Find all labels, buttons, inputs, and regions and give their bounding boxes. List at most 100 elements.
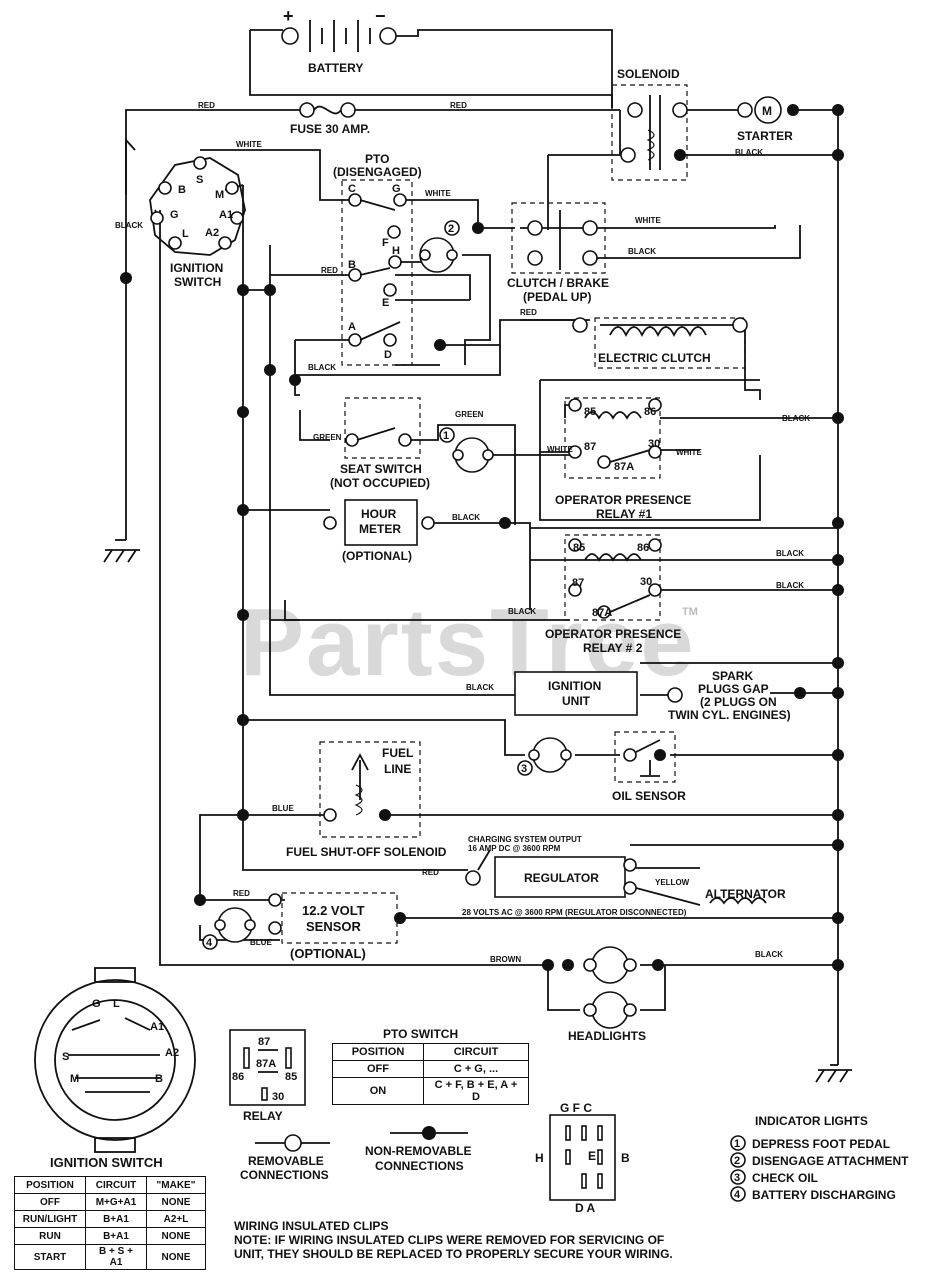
notes-line-1: NOTE: IF WIRING INSULATED CLIPS WERE REM… bbox=[234, 1233, 664, 1247]
wire-black-11: BLACK bbox=[755, 950, 783, 959]
hour-meter-label: HOUR bbox=[361, 507, 397, 521]
wire-black-5: BLACK bbox=[782, 414, 810, 423]
pto-table-header: CIRCUIT bbox=[423, 1043, 529, 1061]
pto-pin-b: B bbox=[348, 259, 356, 271]
relay2-pin-87: 87 bbox=[572, 577, 584, 589]
wire-white-3: WHITE bbox=[635, 216, 661, 225]
indicator-legend-text-4: BATTERY DISCHARGING bbox=[752, 1188, 896, 1202]
ign-pin-b: B bbox=[178, 184, 186, 196]
ign-table-cell: NONE bbox=[146, 1244, 206, 1270]
ground-symbol-left bbox=[103, 549, 140, 563]
headlights: HEADLIGHTS bbox=[542, 946, 664, 1043]
relay1-pin-85: 85 bbox=[584, 406, 596, 418]
seat-switch-label2: (NOT OCCUPIED) bbox=[330, 476, 430, 490]
relay-legend-86: 86 bbox=[232, 1071, 244, 1083]
pto-table-cell: OFF bbox=[332, 1060, 424, 1078]
relay-legend-30: 30 bbox=[272, 1091, 284, 1103]
ignition-unit-label2: UNIT bbox=[562, 694, 591, 708]
clutch-brake-label2: (PEDAL UP) bbox=[523, 290, 591, 304]
wire-black-7: BLACK bbox=[776, 549, 804, 558]
ign-pin-a1: A1 bbox=[219, 209, 233, 221]
indicator-light-1: 1 bbox=[439, 427, 494, 473]
wire-black-3: BLACK bbox=[628, 247, 656, 256]
hour-meter-optional: (OPTIONAL) bbox=[342, 549, 412, 563]
indicator-legend-text-1: DEPRESS FOOT PEDAL bbox=[752, 1137, 890, 1151]
indicator-1-num: 1 bbox=[443, 430, 449, 442]
connection-dots bbox=[120, 149, 844, 971]
wire-blue-2: BLUE bbox=[250, 938, 272, 947]
headlights-label: HEADLIGHTS bbox=[568, 1029, 646, 1043]
wire-blue-1: BLUE bbox=[272, 804, 294, 813]
ign-pin-s: S bbox=[196, 174, 203, 186]
relay1-pin-87: 87 bbox=[584, 441, 596, 453]
ignition-switch-label2: SWITCH bbox=[174, 275, 221, 289]
pto-label: PTO bbox=[365, 152, 389, 166]
indicator-lights-title: INDICATOR LIGHTS bbox=[755, 1114, 868, 1128]
ign-table-cell: NONE bbox=[146, 1227, 206, 1245]
wire-red-6: RED bbox=[233, 889, 250, 898]
ign-face-b: B bbox=[155, 1073, 163, 1085]
removable-label: REMOVABLE bbox=[248, 1154, 324, 1168]
pto-pin-d: D bbox=[384, 349, 392, 361]
wire-white-1: WHITE bbox=[236, 140, 262, 149]
ign-face-a2: A2 bbox=[165, 1047, 179, 1059]
wire-red-1: RED bbox=[198, 101, 215, 110]
wire-white-5: WHITE bbox=[676, 448, 702, 457]
battery-plus-label: + bbox=[283, 6, 294, 26]
connector-bottom-pins: D A bbox=[575, 1201, 596, 1215]
alternator-label: ALTERNATOR bbox=[705, 887, 786, 901]
alternator: ALTERNATOR bbox=[635, 867, 786, 906]
wire-black-10: BLACK bbox=[466, 683, 494, 692]
indicator-light-2: 2 bbox=[419, 220, 460, 273]
battery-label: BATTERY bbox=[308, 61, 363, 75]
solenoid-label: SOLENOID bbox=[617, 67, 680, 81]
starter-m-label: M bbox=[762, 104, 772, 118]
ign-table-header: POSITION bbox=[14, 1176, 86, 1194]
pto-switch: PTO (DISENGAGED) C G F H B E A D bbox=[333, 152, 422, 366]
wire-black-2: BLACK bbox=[115, 221, 143, 230]
pto-table-cell: C + F, B + E, A + D bbox=[423, 1077, 529, 1105]
watermark-tm: TM bbox=[682, 606, 698, 618]
indicator-legend-text-2: DISENGAGE ATTACHMENT bbox=[752, 1154, 909, 1168]
indicator-legend-num-4: 4 bbox=[734, 1189, 741, 1201]
starter-label: STARTER bbox=[737, 129, 793, 143]
ign-face-l: L bbox=[113, 998, 120, 1010]
wire-labels: RED RED WHITE BLACK BLACK WHITE WHITE BL… bbox=[115, 101, 810, 964]
oil-sensor: OIL SENSOR bbox=[612, 731, 686, 803]
ignition-unit-label: IGNITION bbox=[548, 679, 601, 693]
spark-label-1: SPARK bbox=[712, 669, 753, 683]
fuel-solenoid-label: FUEL SHUT-OFF SOLENOID bbox=[286, 845, 447, 859]
ignition-unit: IGNITION UNIT SPARK PLUGS GAP (2 PLUGS O… bbox=[514, 669, 791, 722]
pto-pin-g: G bbox=[392, 183, 401, 195]
pto-table-cell: C + G, ... bbox=[423, 1060, 529, 1078]
indicator-legend-num-3: 3 bbox=[734, 1172, 740, 1184]
relay1-label2: RELAY #1 bbox=[596, 507, 652, 521]
solenoid: SOLENOID bbox=[611, 67, 688, 181]
nonremovable-label2: CONNECTIONS bbox=[375, 1159, 464, 1173]
regulator-label: REGULATOR bbox=[524, 871, 599, 885]
relay1-pin-30: 30 bbox=[648, 438, 660, 450]
ign-table-title: IGNITION SWITCH bbox=[50, 1155, 163, 1170]
ign-table-cell: NONE bbox=[146, 1193, 206, 1211]
indicator-light-4: 4 bbox=[202, 907, 256, 950]
fuel-line-label2: LINE bbox=[384, 762, 411, 776]
ign-table-cell: START bbox=[14, 1244, 86, 1270]
pto-connector-legend: G F C H B E D A bbox=[535, 1101, 630, 1215]
seat-switch-label: SEAT SWITCH bbox=[340, 462, 422, 476]
indicator-light-3: 3 bbox=[517, 737, 572, 776]
connection-legend: REMOVABLE CONNECTIONS NON-REMOVABLE CONN… bbox=[240, 1126, 471, 1182]
pto-table-header: POSITION bbox=[332, 1043, 424, 1061]
fuse-label: FUSE 30 AMP. bbox=[290, 122, 370, 136]
ign-pin-m: M bbox=[215, 189, 224, 201]
ign-table-header: CIRCUIT bbox=[85, 1176, 147, 1194]
relay2-label: OPERATOR PRESENCE bbox=[545, 627, 681, 641]
relay2-pin-87a: 87A bbox=[592, 607, 612, 619]
wire-red-2: RED bbox=[450, 101, 467, 110]
pto-table-cell: ON bbox=[332, 1077, 424, 1105]
clutch-brake-label: CLUTCH / BRAKE bbox=[507, 276, 609, 290]
indicator-2-num: 2 bbox=[448, 223, 454, 235]
hour-meter-label2: METER bbox=[359, 522, 401, 536]
ign-table-header: "MAKE" bbox=[146, 1176, 206, 1194]
wire-white-4: WHITE bbox=[547, 445, 573, 454]
